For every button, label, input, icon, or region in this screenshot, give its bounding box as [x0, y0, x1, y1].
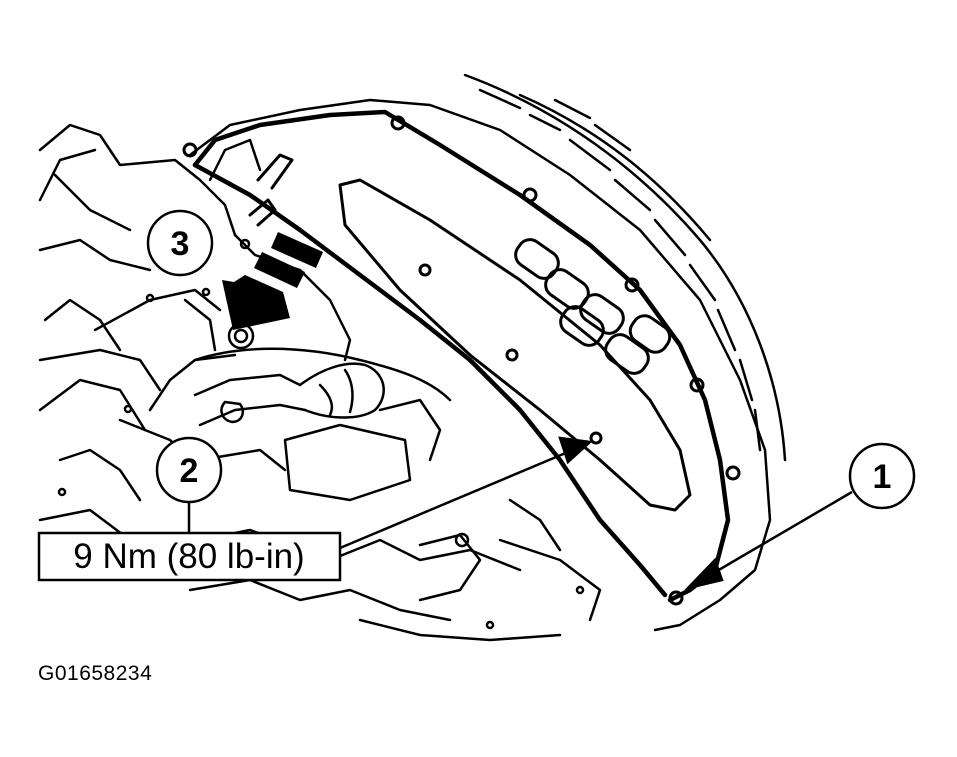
removal-direction-arrow	[222, 232, 323, 330]
splash-shield	[182, 109, 741, 606]
background-engine-bay	[38, 123, 602, 642]
callout-3: 3	[146, 209, 214, 277]
callout-1-label: 1	[873, 458, 892, 496]
callout-3-label: 3	[171, 225, 190, 263]
figure-id: G01658234	[38, 662, 153, 685]
leader-lines	[187, 436, 853, 591]
torque-spec-box: 9 Nm (80 lb-in)	[37, 531, 342, 582]
callout-2: 2	[155, 436, 223, 504]
torque-arrowhead	[558, 436, 593, 465]
callout-1: 1	[848, 442, 916, 510]
callout-1-leader	[704, 490, 853, 580]
callout-1-arrowhead	[684, 557, 724, 591]
callout-2-label: 2	[180, 452, 199, 490]
fender-outline	[188, 73, 787, 632]
torque-spec-label: 9 Nm (80 lb-in)	[73, 537, 304, 576]
torque-leader	[339, 450, 569, 550]
